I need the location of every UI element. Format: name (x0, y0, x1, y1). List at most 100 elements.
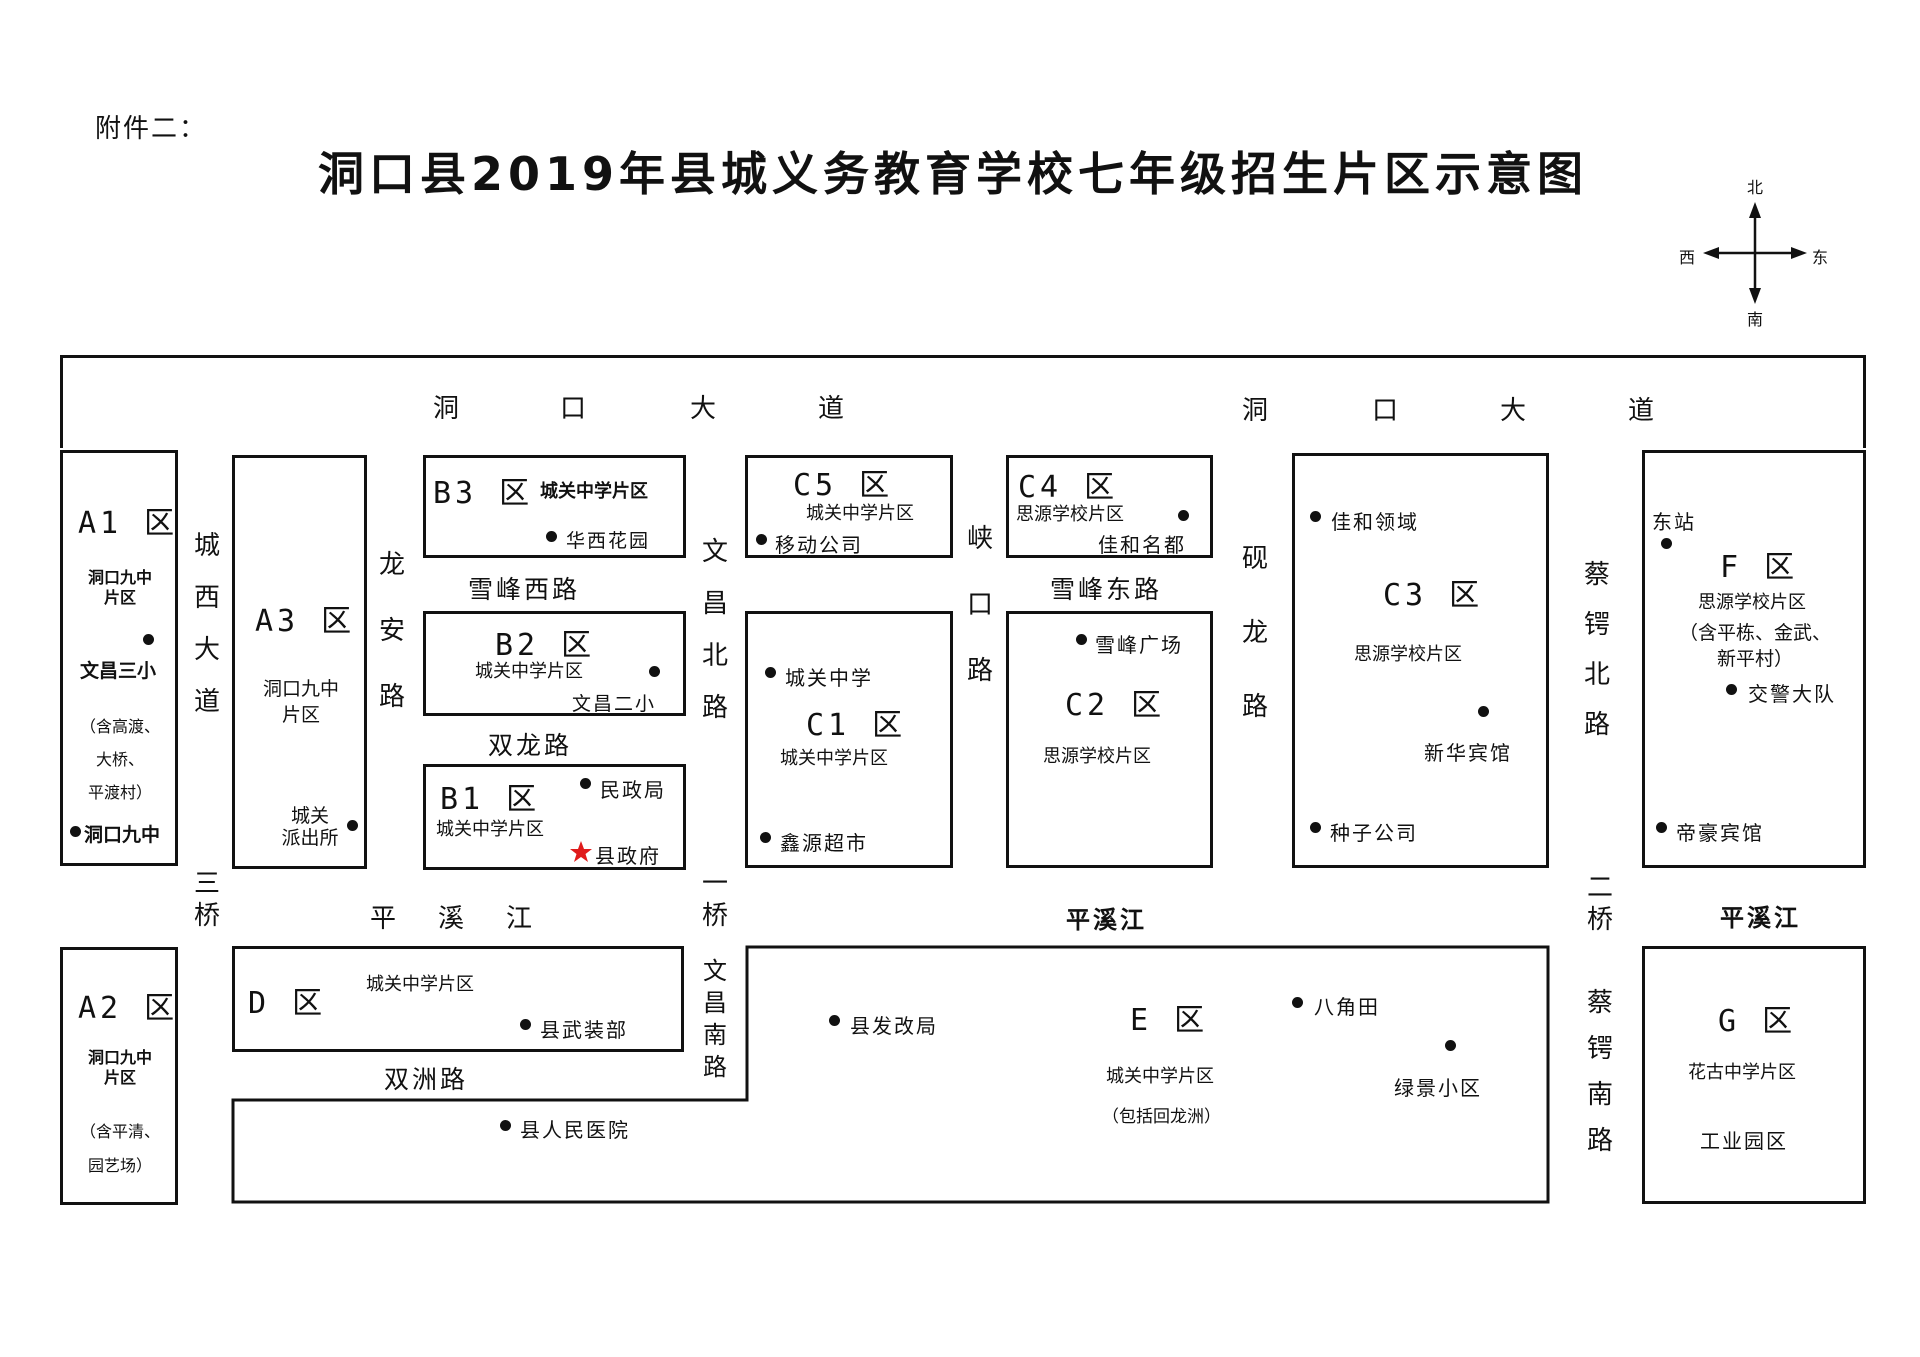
zone-e-place4: 县人民医院 (520, 1118, 630, 1142)
zone-c3-place2: 新华宾馆 (1424, 741, 1512, 765)
road-wenchang-north: 文昌北路 (701, 537, 728, 723)
zone-c1-place1-dot (765, 667, 776, 678)
zone-b1-place1: 民政局 (600, 778, 666, 802)
road-yanlong: 砚龙路 (1241, 544, 1268, 722)
compass-arrows-icon (1703, 202, 1807, 304)
zone-c4-title: C4 区 (1018, 470, 1119, 505)
zone-b2-place: 文昌二小 (572, 693, 657, 715)
zone-c4 (1006, 455, 1213, 558)
river-pingxi-mid: 平溪江 (1066, 906, 1147, 934)
zone-b1-school: 城关中学片区 (436, 819, 544, 840)
zone-d-school: 城关中学片区 (366, 974, 474, 995)
zone-c1-place1: 城关中学 (785, 666, 873, 690)
zone-c3 (1292, 453, 1549, 868)
compass-north: 北 (1747, 178, 1764, 197)
zone-a1-school: 洞口九中 片区 (87, 568, 152, 607)
zone-e-outline (231, 945, 1550, 1204)
zone-a3-school: 洞口九中 片区 (262, 678, 339, 726)
zone-f-place3-dot (1656, 822, 1667, 833)
zone-c2-school: 思源学校片区 (1043, 746, 1151, 767)
road-xuefeng-east: 雪峰东路 (1050, 575, 1163, 604)
zone-c3-school: 思源学校片区 (1354, 644, 1462, 665)
zone-f-place2: 交警大队 (1748, 682, 1836, 706)
zone-c2 (1006, 611, 1213, 868)
zone-a3-title: A3 区 (255, 604, 356, 639)
zone-f-school: 思源学校片区 (1698, 592, 1806, 613)
zone-g-place: 工业园区 (1700, 1129, 1788, 1153)
zone-b1 (423, 764, 686, 870)
zone-b2 (423, 611, 686, 716)
zone-a1-place1-dot (143, 634, 154, 645)
zone-a1 (60, 450, 178, 866)
road-shuangzhou: 双洲路 (384, 1065, 469, 1094)
road-dongkou-avenue-1: 洞 (433, 394, 463, 424)
compass-east: 东 (1812, 248, 1829, 267)
zone-c5 (745, 455, 953, 558)
zone-b2-place-dot (649, 666, 660, 677)
zone-a2-title: A2 区 (78, 991, 179, 1026)
road-xuefeng-west: 雪峰西路 (468, 575, 581, 604)
zone-c1-title: C1 区 (806, 708, 907, 743)
road-longan: 龙安路 (378, 550, 405, 712)
road-dongkou-avenue-5: 洞 (1242, 396, 1272, 426)
zone-a3 (232, 455, 367, 869)
road-shuanglong: 双龙路 (488, 731, 573, 760)
zone-a3-place: 城关 派出所 (281, 805, 339, 849)
zone-c2-place-dot (1076, 634, 1087, 645)
zone-g-title: G 区 (1718, 1004, 1797, 1039)
zone-c2-place: 雪峰广场 (1095, 633, 1183, 657)
zone-c3-place3-dot (1310, 822, 1321, 833)
zone-e-place3-dot (1445, 1040, 1456, 1051)
compass: 北 南 西 东 (1679, 178, 1829, 330)
zone-e-place4-dot (500, 1120, 511, 1131)
zone-e-place1: 县发改局 (850, 1014, 938, 1038)
road-caie-south: 蔡锷南路 (1586, 988, 1613, 1156)
zone-c1 (745, 611, 953, 868)
zone-c3-place1: 佳和领域 (1331, 510, 1419, 534)
river-pingxi-right: 平溪江 (1720, 904, 1801, 932)
zone-b3-school: 城关中学片区 (540, 481, 648, 502)
zone-b1-place2: 县政府 (595, 844, 661, 868)
zone-f-place1-dot (1661, 538, 1672, 549)
zone-b3-place: 华西花园 (566, 530, 651, 552)
road-dongkou-avenue-8: 道 (1628, 396, 1658, 426)
zone-g-school: 花古中学片区 (1688, 1062, 1796, 1083)
road-xiakou: 峡口路 (966, 524, 993, 686)
zone-a1-place1: 文昌三小 (80, 660, 157, 682)
zone-b1-place1-dot (580, 778, 591, 789)
road-dongkou-avenue-6: 口 (1372, 396, 1402, 426)
zone-c1-school: 城关中学片区 (780, 748, 888, 769)
river-pingxi-left-1: 平 (370, 904, 400, 934)
zone-c3-title: C3 区 (1383, 578, 1484, 613)
map-title: 洞口县2019年县城义务教育学校七年级招生片区示意图 (318, 147, 1589, 201)
road-dongkou-avenue-3: 大 (690, 394, 720, 424)
zone-c3-place3: 种子公司 (1330, 821, 1418, 845)
county-government-star-icon (570, 841, 592, 862)
zone-d-place-dot (520, 1019, 531, 1030)
zone-c4-place: 佳和名都 (1098, 533, 1186, 557)
road-wenchang-south: 文昌南路 (703, 957, 727, 1081)
zone-c5-place-dot (756, 534, 767, 545)
zone-f-place3: 帝豪宾馆 (1676, 821, 1764, 845)
bridge-yiqiao: 一桥 (701, 869, 728, 931)
zone-f-place1: 东站 (1652, 510, 1696, 534)
zone-e-place2-dot (1292, 997, 1303, 1008)
zone-f-note: （含平栋、金武、 新平村） (1678, 622, 1831, 670)
road-dongkou-avenue-7: 大 (1500, 396, 1530, 426)
zone-a2 (60, 947, 178, 1205)
zone-g (1642, 946, 1866, 1204)
zone-f (1642, 450, 1866, 868)
compass-south: 南 (1747, 310, 1764, 329)
zone-a2-school: 洞口九中 片区 (87, 1048, 152, 1087)
zone-a1-place2: 洞口九中 (84, 824, 161, 846)
zone-b3-place-dot (546, 531, 557, 542)
zone-a1-title: A1 区 (78, 506, 179, 541)
zone-d-title: D 区 (248, 986, 327, 1021)
zone-b1-title: B1 区 (440, 782, 541, 817)
zone-b3-title: B3 区 (433, 476, 534, 511)
zone-e-place3: 绿景小区 (1394, 1076, 1482, 1100)
zone-b2-title: B2 区 (495, 628, 596, 663)
zone-c1-place2: 鑫源超市 (780, 831, 868, 855)
zone-e-school: 城关中学片区 (1106, 1066, 1214, 1087)
zone-d (232, 946, 684, 1052)
